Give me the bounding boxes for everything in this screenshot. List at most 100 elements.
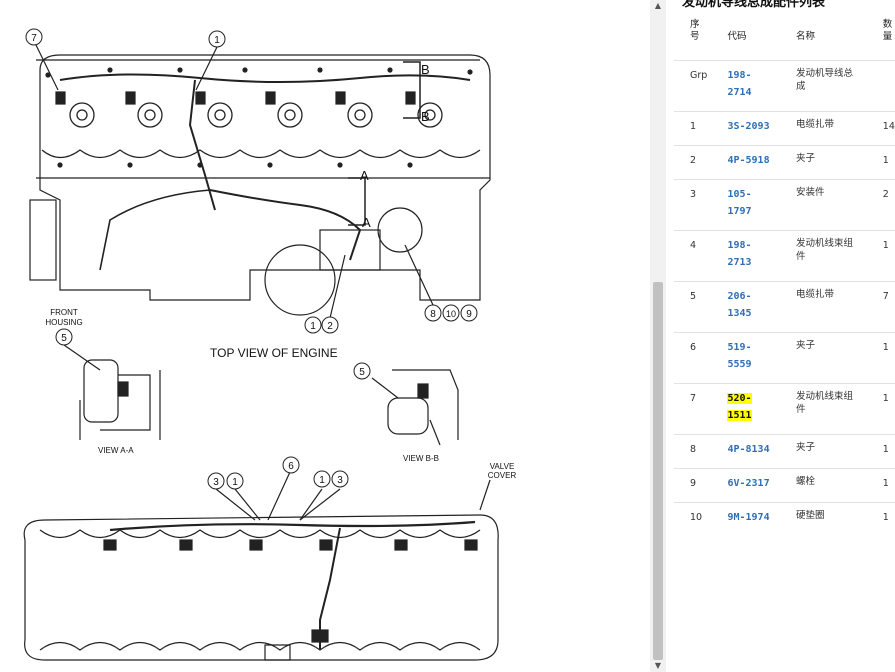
parts-row-qty	[882, 60, 895, 112]
callout-9: 9	[466, 309, 472, 320]
part-number-link[interactable]: 105- 1797	[727, 189, 751, 217]
parts-row-name: 电缆扎带	[796, 281, 883, 333]
part-number-link[interactable]: 198-2713	[727, 240, 751, 268]
part-number-link[interactable]: 206-1345	[727, 291, 751, 319]
view-b-b-label: VIEW B-B	[403, 454, 439, 463]
callout-3-left: 3	[213, 477, 219, 488]
front-housing-label-line1: FRONT	[50, 308, 78, 317]
part-number-link[interactable]: 4P-5918	[727, 155, 769, 166]
part-number-link[interactable]: 198-2714	[727, 70, 751, 98]
parts-row-name: 夹子	[796, 332, 883, 384]
section-letters: B B A A	[360, 62, 430, 230]
parts-row-seq: 1	[674, 111, 728, 146]
parts-row-code[interactable]: 520- 1511	[727, 383, 797, 435]
part-number-text: 198-	[727, 240, 752, 251]
parts-row-seq: 7	[674, 383, 728, 435]
parts-row-code[interactable]: 9M-1974	[727, 502, 797, 537]
parts-row-code[interactable]: 198-2713	[727, 230, 797, 282]
part-number-text: 519-	[727, 342, 752, 353]
parts-row-name: 电缆扎带	[796, 111, 883, 146]
part-number-link[interactable]: 520- 1511	[727, 393, 752, 421]
parts-list-title: 发动机导线总成配件列表	[682, 0, 826, 10]
view-a-a-drawing	[79, 359, 161, 440]
parts-row-qty: 1	[882, 434, 895, 469]
scrollbar-thumb[interactable]	[653, 282, 663, 660]
diagram-scrollbar[interactable]: ▲ ▼	[650, 0, 666, 672]
parts-row-qty: 1	[882, 230, 895, 282]
part-number-text: 3S-2093	[727, 121, 770, 132]
parts-row-name: 安装件	[796, 179, 883, 231]
parts-row-seq: 8	[674, 434, 728, 469]
valve-cover-label-line2: COVER	[488, 471, 517, 480]
part-number-link[interactable]: 4P-8134	[727, 444, 769, 455]
parts-row-code[interactable]: 198-2714	[727, 60, 797, 112]
part-number-text: 9M-1974	[727, 512, 770, 523]
callout-6: 6	[288, 461, 294, 472]
parts-row-seq: 2	[674, 145, 728, 180]
callout-5-left: 5	[61, 333, 67, 344]
callout-1-mid: 1	[310, 321, 316, 332]
header-seq: 序 号	[690, 19, 700, 42]
part-number-text: 4P-5918	[727, 155, 770, 166]
section-a-top: A	[360, 168, 369, 183]
part-number-link[interactable]: 3S-2093	[727, 121, 769, 132]
view-b-b-drawing	[387, 369, 459, 446]
parts-row-name: 发动机线束组件	[796, 230, 883, 282]
callout-5-right: 5	[359, 367, 365, 378]
section-a-bottom: A	[362, 215, 371, 230]
parts-row-qty: 1	[882, 383, 895, 435]
parts-row-code[interactable]: 4P-8134	[727, 434, 797, 469]
header-code: 代码	[727, 31, 747, 42]
part-number-link[interactable]: 9M-1974	[727, 512, 769, 523]
parts-row-name: 夹子	[796, 434, 883, 469]
part-number-text: 1345	[727, 308, 752, 319]
part-number-link[interactable]: 519- 5559	[727, 342, 751, 370]
callout-numbers: 7 1 1 2 8 10 9 5 5 3 1 6 1 3	[31, 33, 472, 488]
callout-3-right: 3	[337, 475, 343, 486]
parts-row-seq: 9	[674, 468, 728, 503]
diagram-svg: 7 1 1 2 8 10 9 5 5 3 1 6 1 3 B B A A TOP…	[23, 28, 516, 661]
callout-1-top: 1	[214, 35, 220, 46]
parts-row-code[interactable]: 519- 5559	[727, 332, 797, 384]
parts-row-name: 夹子	[796, 145, 883, 180]
callout-1-left: 1	[232, 477, 238, 488]
diagram-labels: TOP VIEW OF ENGINE FRONT HOUSING VIEW A-…	[45, 308, 516, 480]
part-number-text: 1797	[727, 206, 752, 217]
part-number-text: 4P-8134	[727, 444, 770, 455]
callout-10: 10	[446, 309, 456, 319]
callout-1-right: 1	[319, 475, 325, 486]
parts-row-code[interactable]: 4P-5918	[727, 145, 797, 180]
parts-row-name: 硬垫圈	[796, 502, 883, 537]
part-number-text: 5559	[727, 359, 752, 370]
scroll-up-arrow-icon[interactable]: ▲	[654, 1, 662, 10]
parts-row-code[interactable]: 6V-2317	[727, 468, 797, 503]
header-qty: 数 量	[882, 19, 893, 42]
part-number-link[interactable]: 6V-2317	[727, 478, 769, 489]
parts-row-code[interactable]: 3S-2093	[727, 111, 797, 146]
parts-row-seq: 10	[674, 502, 728, 537]
parts-table-header: 序 号 代码 名称 数 量	[674, 16, 895, 61]
parts-row-code[interactable]: 105- 1797	[727, 179, 797, 231]
top-view-label: TOP VIEW OF ENGINE	[210, 346, 338, 360]
part-number-text: 105-	[727, 189, 752, 200]
parts-row-code[interactable]: 206-1345	[727, 281, 797, 333]
part-number-text: 198-	[727, 70, 752, 81]
section-b-bottom: B	[421, 109, 430, 124]
front-housing-label-line2: HOUSING	[45, 318, 82, 327]
header-name: 名称	[796, 31, 816, 42]
parts-row-name: 发动机线束组件	[796, 383, 883, 435]
part-number-text: 520-	[727, 393, 752, 404]
parts-row-seq: 4	[674, 230, 728, 282]
part-number-text: 1511	[727, 410, 752, 421]
scroll-down-arrow-icon[interactable]: ▼	[654, 661, 662, 670]
callout-7: 7	[31, 33, 37, 44]
